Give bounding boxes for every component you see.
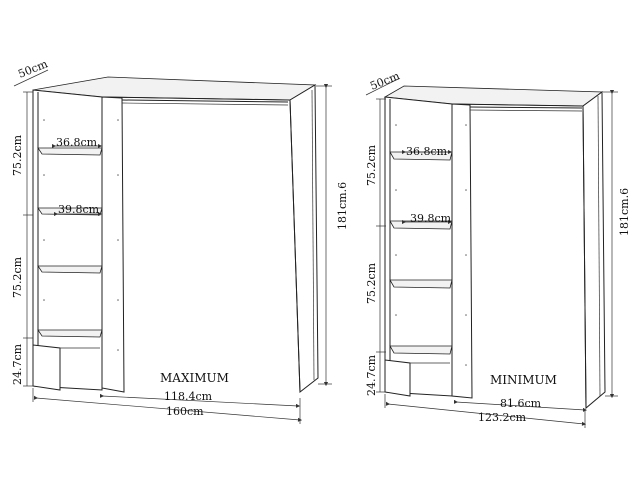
left-shelf-unit [32,89,103,391]
peg-holes-min [395,124,467,366]
height-lower-label-min: 24.7cm [365,354,378,396]
center-divider-min [451,103,473,399]
height-upper-label-min: 75.2cm [365,144,378,186]
total-height-label-min: 181cm.6 [618,188,631,236]
depth-label-min: 50cm [368,69,402,93]
height-middle-label-min: 75.2cm [365,262,378,304]
wardrobe-maximum: 36.8cm 39.8cm 50cm 75.2cm 75.2cm 24.7cm … [11,57,349,424]
shelf-mid-width-label: 39.8cm [58,203,100,216]
right-side-panel-min [582,91,606,410]
shelf-top-width-label-min: 36.8cm [406,145,448,158]
total-width-label: 160cm [166,405,204,418]
shelf-mid-width-label-min: 39.8cm [410,212,452,225]
wardrobe-minimum: 36.8cm 39.8cm 50cm 75.2cm 75.2cm 24.7cm … [365,69,631,428]
total-height-label: 181cm.6 [336,182,349,230]
shelf-top-width-label: 36.8cm [56,136,98,149]
caption-maximum: MAXIMUM [160,371,229,385]
height-middle-label: 75.2cm [11,256,24,298]
caption-minimum: MINIMUM [490,373,557,387]
inner-width-label-min: 81.6cm [500,397,542,410]
shelf-min-4 [389,345,453,355]
height-upper-label: 75.2cm [11,134,24,176]
center-divider [101,96,125,393]
total-width-label-min: 123.2cm [478,411,527,424]
shelf-3 [37,265,103,274]
peg-holes [43,119,119,351]
inner-width-label: 118.4cm [164,390,213,403]
height-lower-label: 24.7cm [11,343,24,385]
shelf-1 [37,147,103,156]
shelf-4 [37,329,103,338]
shelf-min-3 [389,279,453,289]
